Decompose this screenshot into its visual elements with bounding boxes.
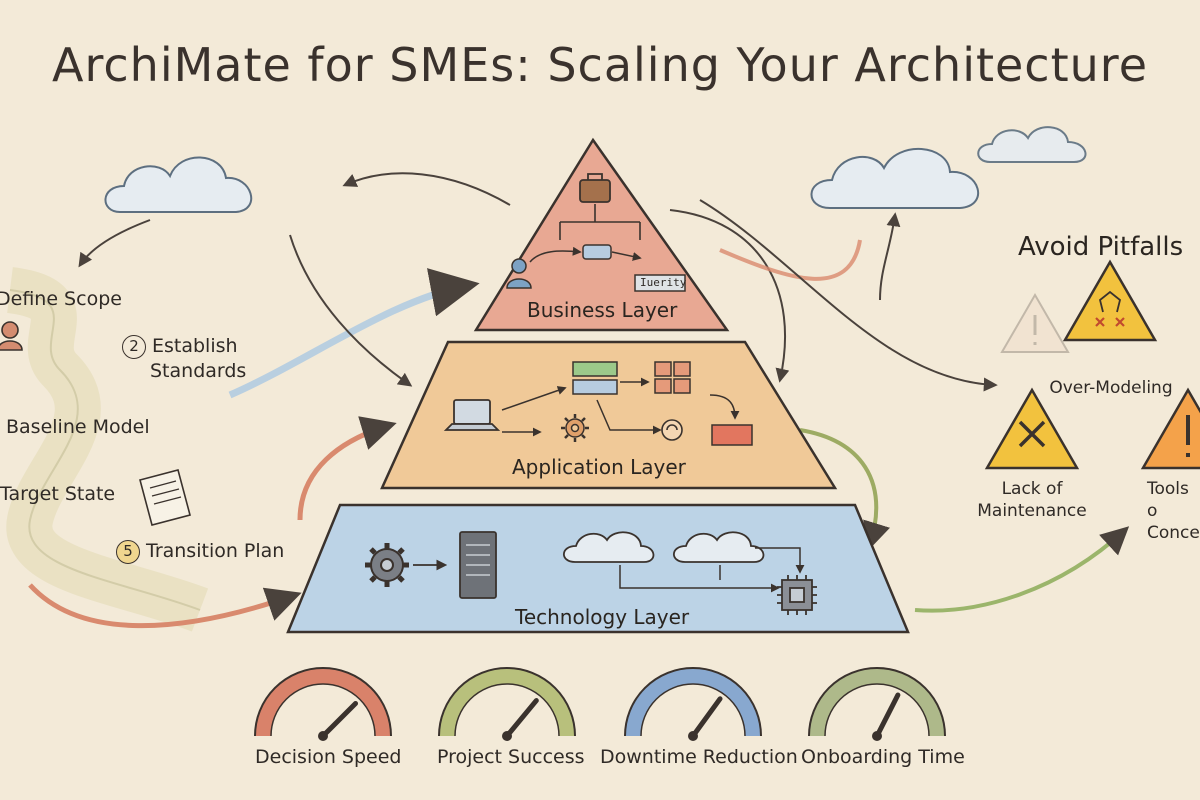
cloud-icon bbox=[810, 147, 980, 209]
warning-icon-faded bbox=[1000, 293, 1070, 353]
flow-arrow bbox=[297, 416, 397, 521]
gauge-label-decision-speed: Decision Speed bbox=[255, 746, 402, 768]
business-tag-box bbox=[634, 274, 686, 292]
cloud-icon bbox=[562, 531, 655, 563]
gear-icon bbox=[365, 543, 409, 587]
document-icon bbox=[139, 469, 191, 526]
business-tag-text: Iuerity bbox=[640, 276, 687, 289]
page-title: ArchiMate for SMEs: Scaling Your Archite… bbox=[52, 38, 1148, 92]
flow-arrow bbox=[78, 219, 151, 268]
laptop-icon bbox=[443, 399, 501, 431]
app-module-grid bbox=[654, 361, 691, 394]
briefcase-icon bbox=[579, 173, 611, 203]
process-box bbox=[582, 244, 612, 260]
step-number: 2 bbox=[122, 335, 146, 359]
business-layer-label: Business Layer bbox=[527, 298, 678, 322]
application-layer-label: Application Layer bbox=[512, 455, 686, 479]
cloud-icon bbox=[672, 531, 765, 563]
step-label-line2: Standards bbox=[150, 360, 247, 382]
gauge-1 bbox=[438, 667, 576, 741]
app-component-box bbox=[572, 379, 618, 395]
step-label: Transition Plan bbox=[146, 540, 285, 562]
gauge-band bbox=[439, 668, 575, 737]
gauge-label-onboarding-time: Onboarding Time bbox=[801, 746, 965, 768]
step-target-state: Target State bbox=[0, 483, 115, 505]
server-icon bbox=[459, 531, 497, 599]
flow-arrow bbox=[228, 268, 480, 399]
cloud-icon bbox=[977, 126, 1087, 163]
gauge-0 bbox=[254, 667, 392, 741]
gauge-band bbox=[625, 668, 761, 737]
cloud-icon bbox=[104, 156, 253, 213]
step-transition-plan: 5 Transition Plan bbox=[116, 540, 284, 564]
flow-arrow bbox=[914, 526, 1130, 613]
gauge-band bbox=[255, 668, 391, 737]
step-baseline-model: Baseline Model bbox=[6, 416, 150, 438]
app-service-box bbox=[711, 424, 753, 446]
gauge-needle bbox=[504, 698, 539, 739]
warning-icon-overmodeling bbox=[1062, 259, 1158, 342]
step-label: Baseline Model bbox=[6, 416, 150, 438]
gauge-needle bbox=[690, 696, 723, 739]
warning-icon-maintenance bbox=[984, 387, 1080, 470]
flow-arrow bbox=[28, 583, 302, 629]
step-label: Define Scope bbox=[0, 288, 122, 310]
flow-arrow bbox=[799, 428, 890, 551]
warning-icon-tools bbox=[1140, 387, 1200, 470]
flow-arrow bbox=[879, 212, 901, 301]
small-gear-icon bbox=[561, 414, 589, 442]
refresh-icon bbox=[661, 419, 683, 441]
step-define-scope: Define Scope bbox=[0, 288, 122, 310]
gauge-label-project-success: Project Success bbox=[437, 746, 585, 768]
chip-icon bbox=[777, 575, 817, 615]
gauge-3 bbox=[808, 667, 946, 741]
flow-arrow bbox=[342, 172, 511, 206]
gauge-label-downtime-reduction: Downtime Reduction bbox=[600, 746, 798, 768]
pitfall-over-modeling: Over-Modeling bbox=[1049, 378, 1173, 398]
gauge-needle bbox=[320, 700, 359, 739]
flow-arrow bbox=[699, 199, 998, 392]
gauges-group bbox=[254, 667, 946, 741]
step-number: 5 bbox=[116, 540, 140, 564]
step-label: Target State bbox=[0, 483, 116, 505]
application-layer bbox=[380, 340, 838, 490]
flow-arrow bbox=[669, 209, 790, 383]
person-icon bbox=[0, 321, 23, 351]
step-label-line1: Establish bbox=[152, 335, 238, 357]
technology-layer-label: Technology Layer bbox=[515, 605, 690, 629]
flow-arrow bbox=[719, 239, 862, 281]
pitfall-lack-of-maintenance: Lack of Maintenance bbox=[977, 479, 1087, 521]
app-component-box bbox=[572, 361, 618, 377]
gauge-band bbox=[809, 668, 945, 737]
pitfall-tools-over-concept: Tools o Conce bbox=[1147, 479, 1200, 543]
step-establish-standards: 2 Establish Standards bbox=[122, 334, 246, 384]
flow-arrow bbox=[289, 234, 413, 387]
pitfalls-title: Avoid Pitfalls bbox=[1018, 232, 1184, 262]
gauge-2 bbox=[624, 667, 762, 741]
gauge-needle bbox=[874, 692, 901, 739]
technology-layer bbox=[286, 503, 910, 634]
user-icon bbox=[506, 258, 532, 289]
